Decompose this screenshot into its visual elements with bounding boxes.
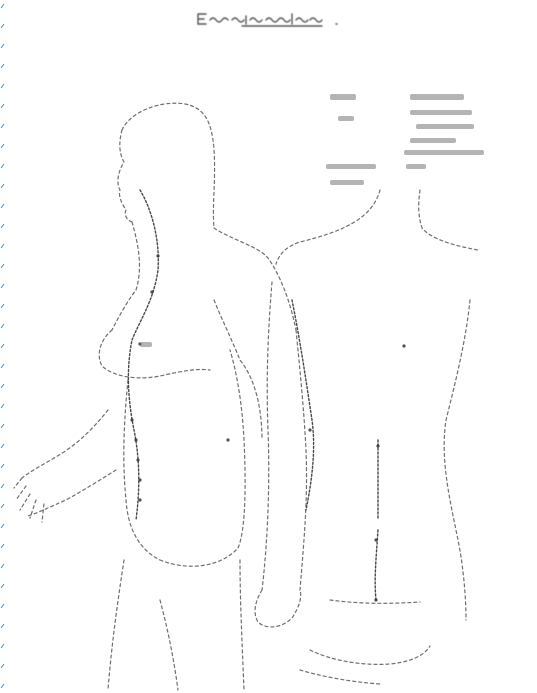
acupoint-marker [150, 290, 153, 293]
annotation-smudge [406, 164, 426, 169]
annotation-smudge [410, 110, 472, 115]
acupoint-marker [374, 598, 377, 601]
leg-front [108, 560, 124, 690]
acupoint-marker [138, 478, 141, 481]
back-neck [214, 228, 296, 330]
meridian-front [128, 190, 158, 520]
right-pelvis [310, 646, 430, 664]
annotation-smudge [338, 116, 354, 121]
head-outline [122, 103, 215, 228]
annotation-smudge [326, 164, 376, 169]
abdomen-front [124, 380, 160, 560]
hand [255, 590, 301, 627]
annotation-smudge [330, 94, 356, 100]
extended-arm [22, 410, 108, 478]
acupoint-marker [308, 428, 311, 431]
right-shoulder-left [276, 190, 380, 264]
acupoint-marker [134, 438, 137, 441]
right-side-body [444, 300, 470, 620]
leg-mid [160, 600, 178, 690]
face-profile [118, 130, 132, 222]
annotation-smudge [410, 94, 464, 100]
breast [99, 330, 210, 378]
extended-arm-lower [28, 470, 116, 516]
right-thigh [300, 670, 380, 684]
acupoint-marker [156, 254, 159, 257]
back-torso [214, 300, 262, 440]
annotation-smudge [404, 150, 484, 155]
hip-curve [160, 350, 245, 566]
leg-back [240, 560, 244, 690]
right-neck [419, 190, 478, 250]
arm-back [296, 330, 307, 590]
acupoint-marker [130, 418, 133, 421]
acupoint-marker [226, 438, 229, 441]
acupoint-marker [136, 458, 139, 461]
acupoint-marker [402, 344, 405, 347]
acupoint-marker [376, 444, 379, 447]
arm-front [262, 282, 272, 590]
annotation-smudge [416, 124, 474, 129]
annotation-smudge [330, 180, 364, 185]
acupoint-marker [374, 538, 377, 541]
acupoint-marker [138, 498, 141, 501]
chest-front [112, 222, 139, 330]
annotation-smudge [140, 342, 152, 347]
annotation-smudge [410, 138, 456, 143]
